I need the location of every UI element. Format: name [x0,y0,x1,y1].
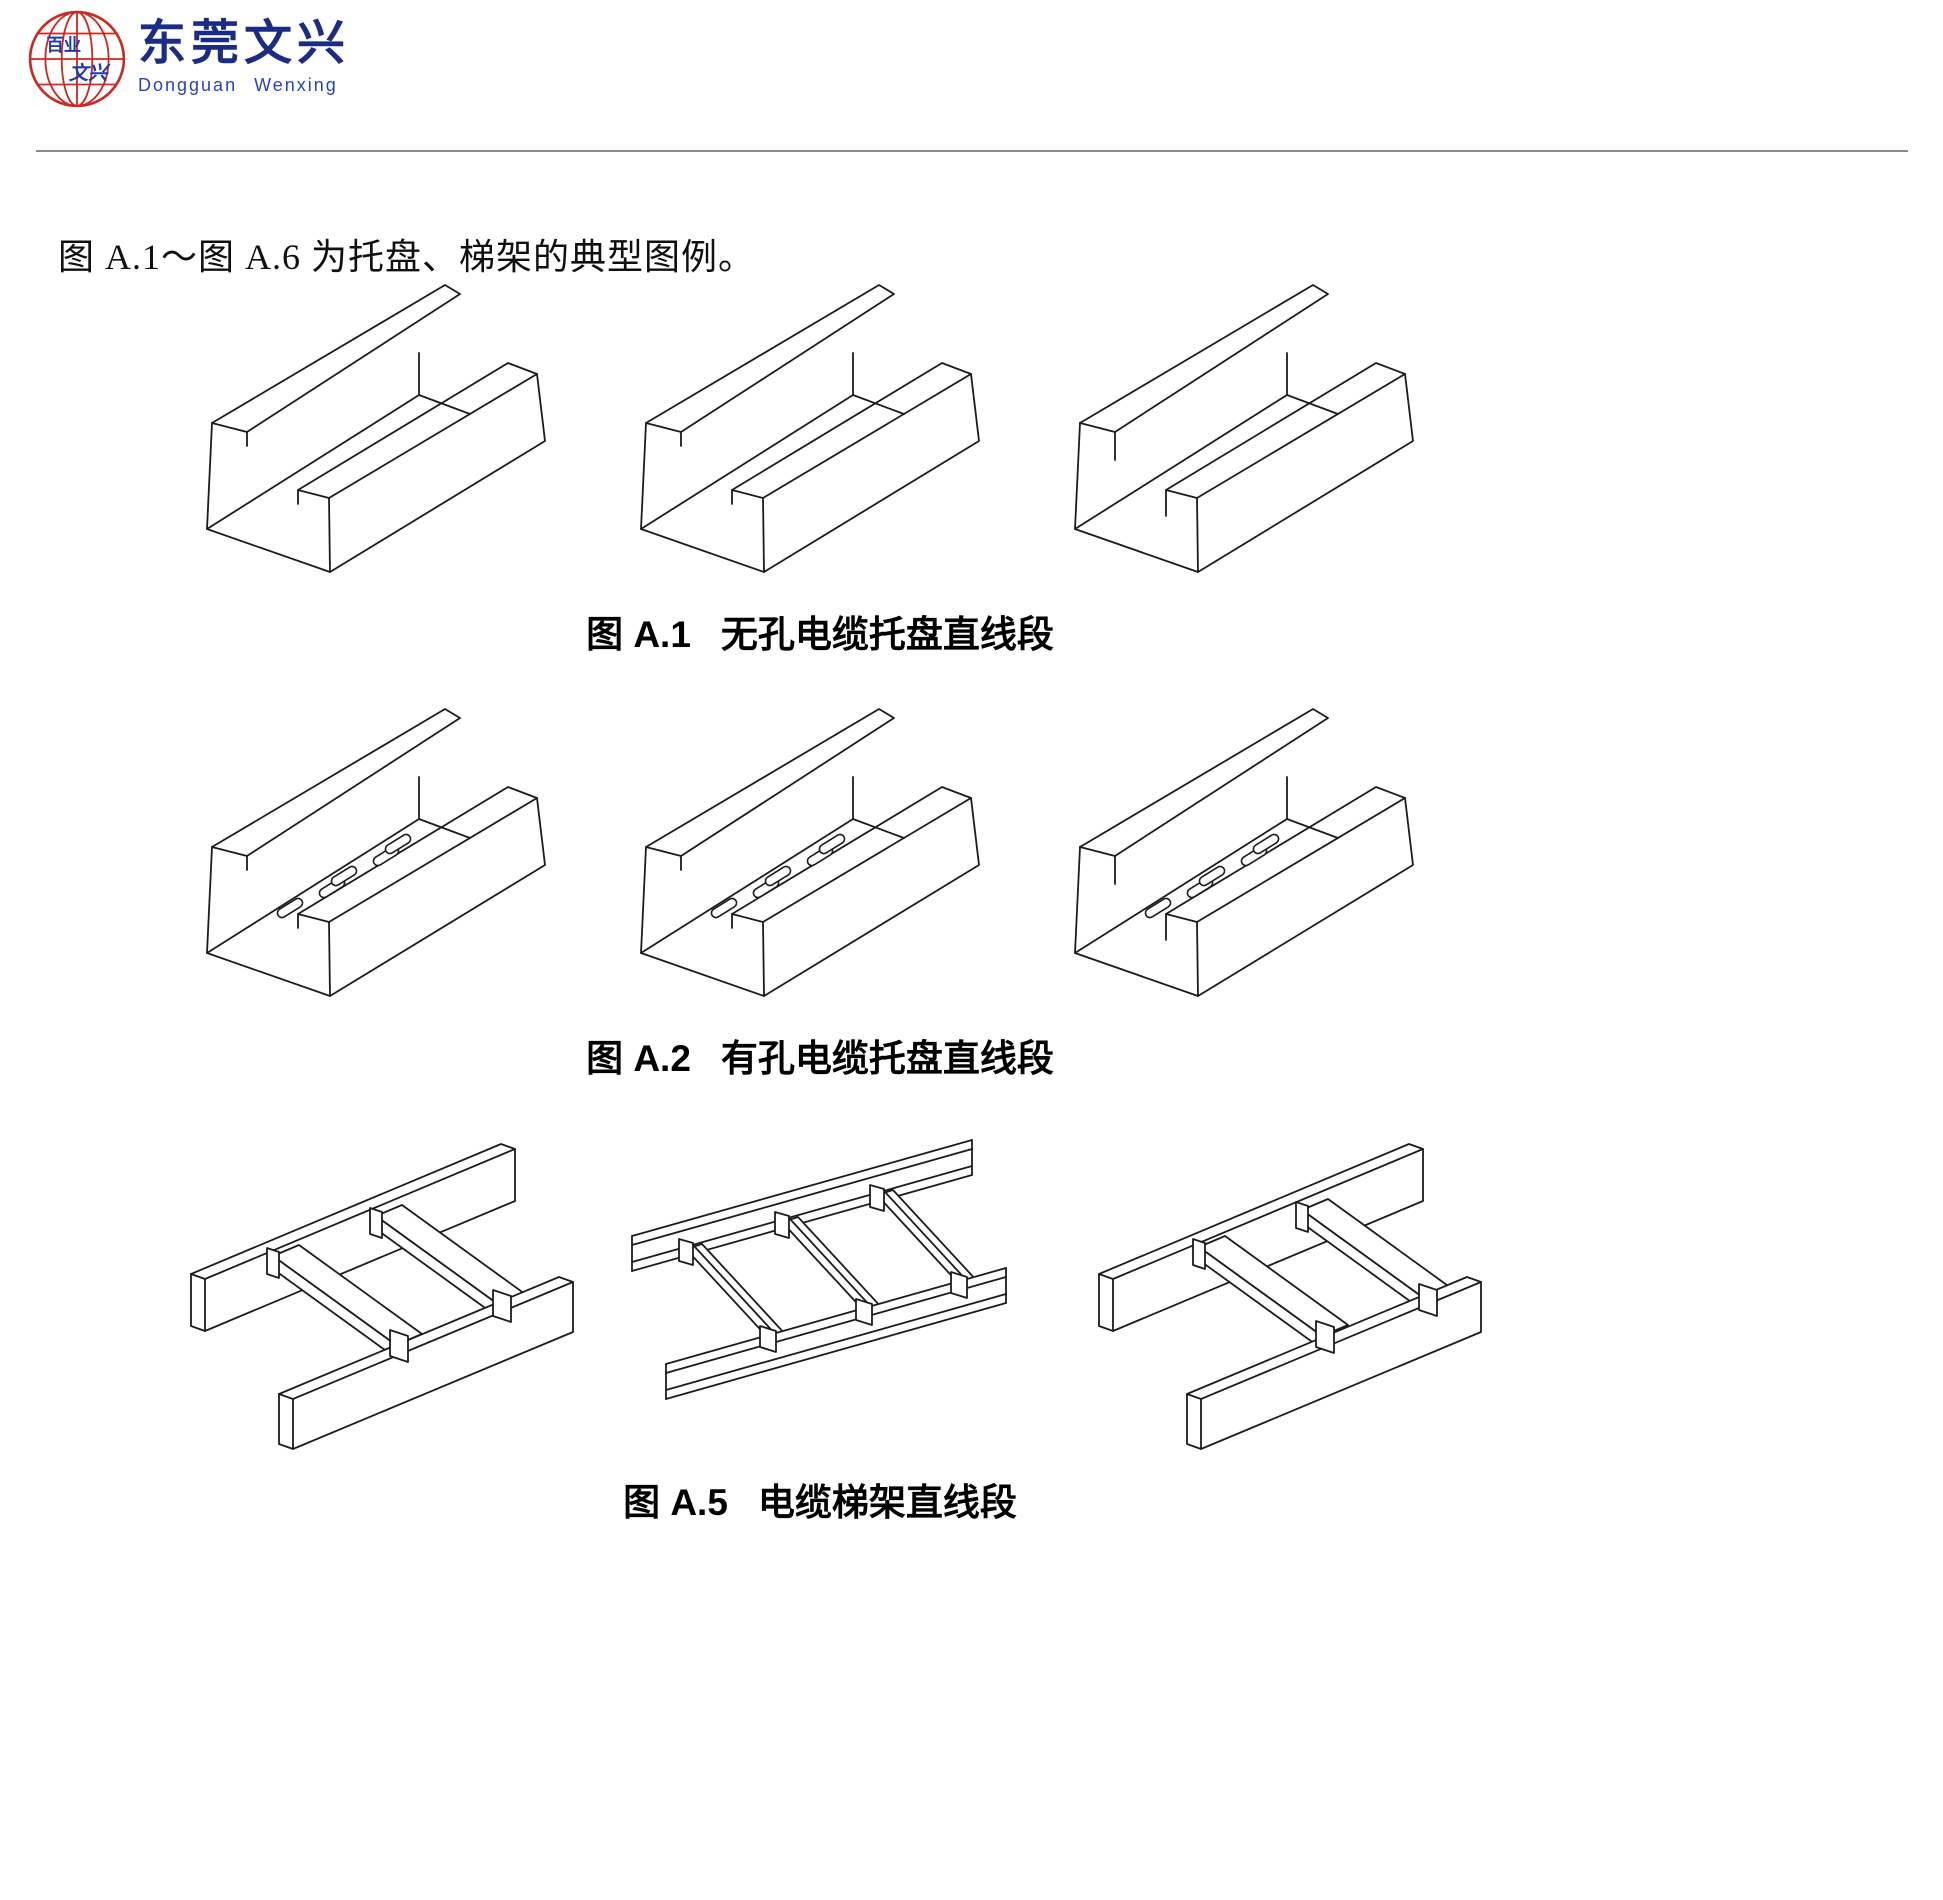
figure-a2-caption: 图 A.2 有孔电缆托盘直线段 [110,1028,1530,1082]
cable-ladder-drawing-3 [1064,1116,1484,1456]
perforated-tray-drawing-2 [620,692,1020,1012]
brand-name-chinese: 东莞文兴 [138,17,351,70]
figure-a1-label: 图 A.1 [586,614,691,655]
cable-ladder-drawing-1 [156,1116,576,1456]
figure-a5-title: 电缆梯架直线段 [757,1482,1017,1523]
globe-slogan-top: 百业 [46,36,81,55]
brand-text-block: 东莞文兴 Dongguan Wenxing [138,8,350,96]
figure-a2: 图 A.2 有孔电缆托盘直线段 [110,692,1530,1082]
figure-a5-drawings [110,1116,1530,1456]
figure-a1: 图 A.1 无孔电缆托盘直线段 [110,268,1530,658]
globe-logo-icon: 百业 文兴 [28,10,126,108]
figure-a2-title: 有孔电缆托盘直线段 [720,1038,1054,1079]
intro-text: 图 A.1～图 A.6 为托盘、梯架的典型图例。 [58,237,755,277]
figure-a5: 图 A.5 电缆梯架直线段 [110,1116,1530,1526]
figure-a2-label: 图 A.2 [586,1038,691,1079]
figure-list: 图 A.1 无孔电缆托盘直线段 图 A.2 有孔电缆托盘直线段 图 A.5 电缆梯架直… [110,268,1530,1560]
figure-a5-label: 图 A.5 [623,1482,728,1523]
brand-name-english: Dongguan Wenxing [138,74,338,95]
figure-a1-title: 无孔电缆托盘直线段 [720,614,1054,655]
figure-a1-caption: 图 A.1 无孔电缆托盘直线段 [110,604,1530,658]
unperforated-tray-drawing-1 [186,268,586,588]
perforated-tray-drawing-3 [1054,692,1454,1012]
figure-a2-drawings [110,692,1530,1012]
figure-a5-caption: 图 A.5 电缆梯架直线段 [110,1472,1530,1526]
figure-a1-drawings [110,268,1530,588]
header-divider [36,150,1908,152]
perforated-tray-drawing-1 [186,692,586,1012]
unperforated-tray-drawing-2 [620,268,1020,588]
globe-slogan-bottom: 文兴 [69,62,111,84]
cable-ladder-drawing-2 [610,1126,1030,1456]
company-logo: 百业 文兴 东莞文兴 Dongguan Wenxing [26,8,350,110]
unperforated-tray-drawing-3 [1054,268,1454,588]
